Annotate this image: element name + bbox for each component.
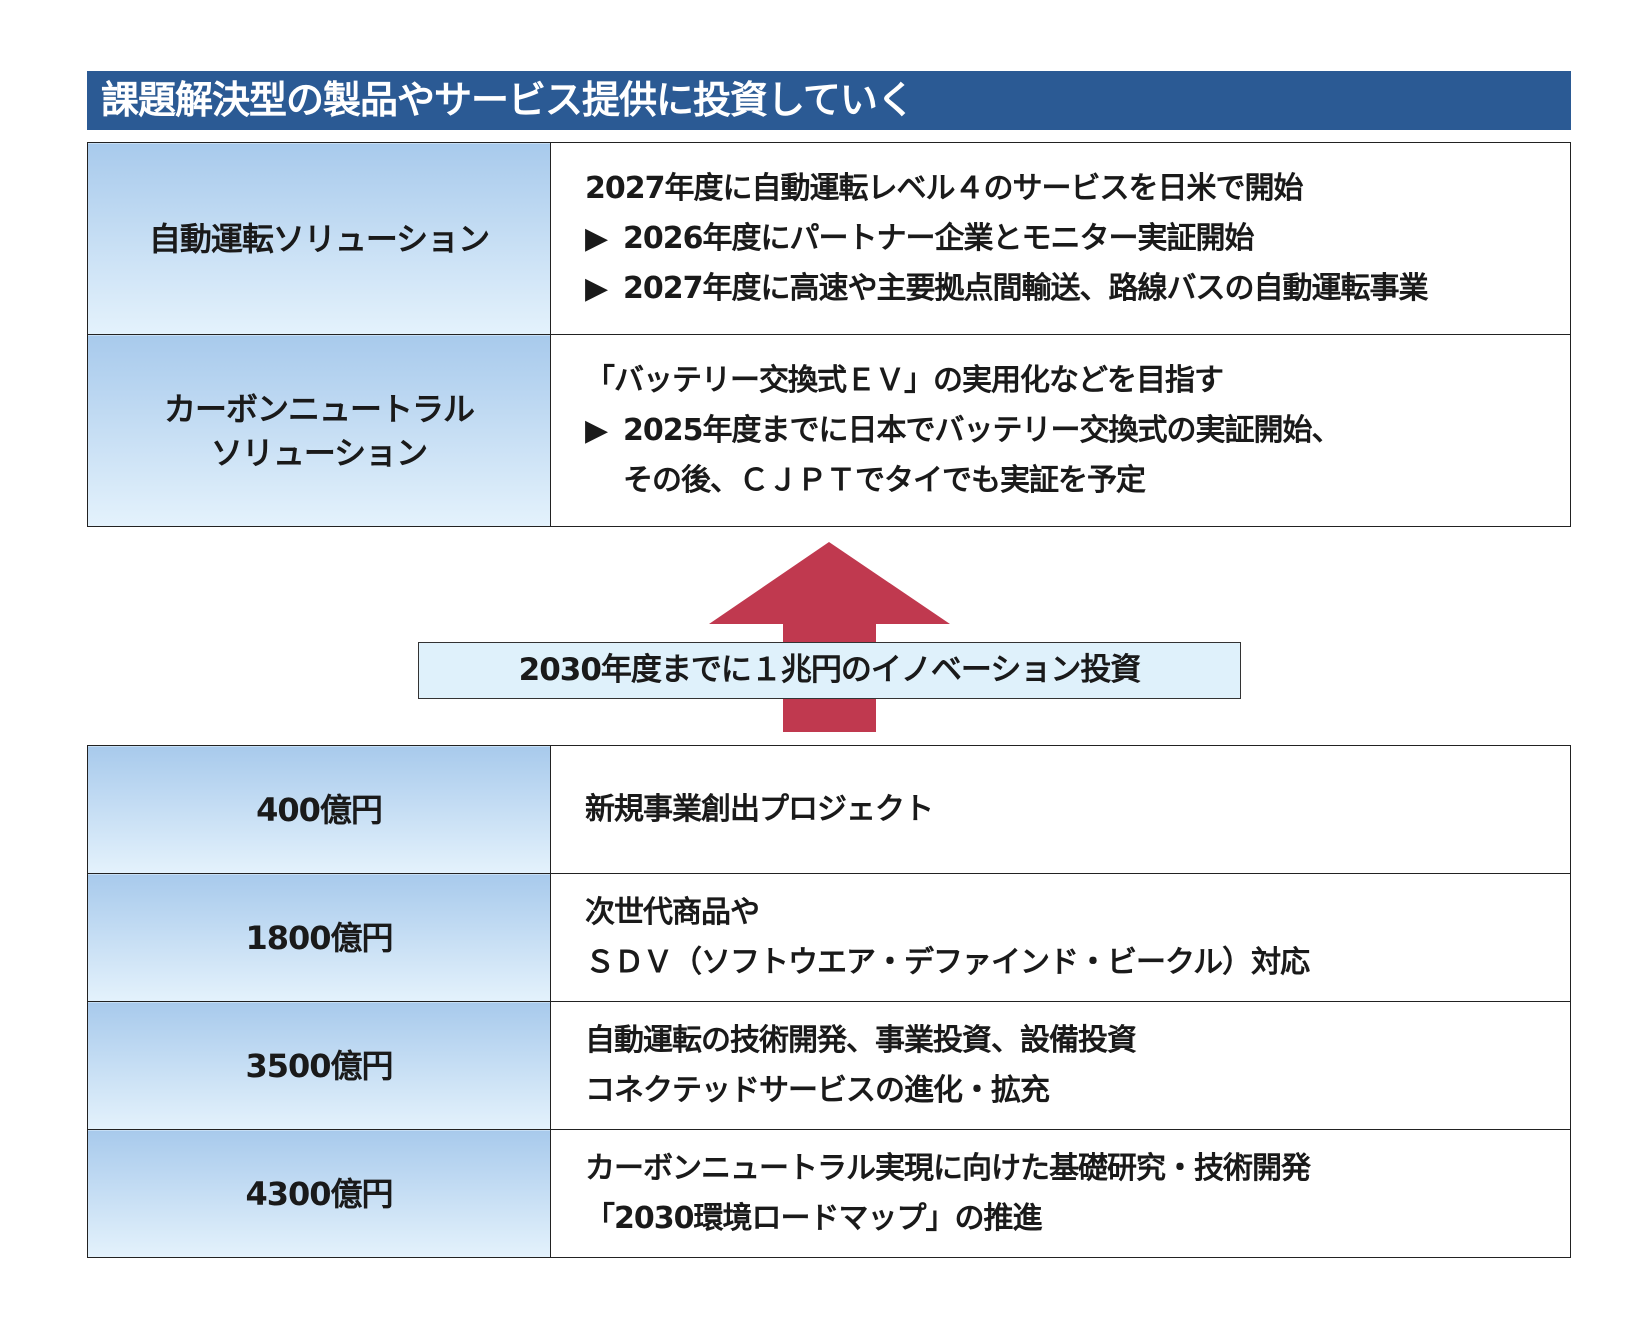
content-line: ＳＤＶ（ソフトウエア・デファインド・ビークル）対応 xyxy=(585,944,1310,980)
investment-amount: 1800億円 xyxy=(87,873,551,1002)
lead-text: 「バッテリー交換式ＥＶ」の実用化などを目指す xyxy=(585,362,1224,398)
content-line: 自動運転の技術開発、事業投資、設備投資 xyxy=(585,1022,1137,1058)
investment-content: 次世代商品や ＳＤＶ（ソフトウエア・デファインド・ビークル）対応 xyxy=(550,873,1571,1002)
triangle-bullet-icon: ▶ xyxy=(585,220,608,256)
bullet-text: 2027年度に高速や主要拠点間輸送、路線バスの自動運転事業 xyxy=(623,270,1428,306)
triangle-bullet-icon: ▶ xyxy=(585,412,608,448)
investments-table: 400億円 新規事業創出プロジェクト 1800億円 次世代商品や ＳＤＶ（ソフトウ… xyxy=(87,745,1571,1258)
solution-label: 自動運転ソリューション xyxy=(87,142,551,335)
solution-content: 2027年度に自動運転レベル４のサービスを日米で開始 ▶ 2026年度にパートナー… xyxy=(550,142,1571,335)
investment-amount: 3500億円 xyxy=(87,1001,551,1130)
investment-content: カーボンニュートラル実現に向けた基礎研究・技術開発「2030環境ロードマップ」の… xyxy=(550,1129,1571,1258)
investment-total-box: 2030年度までに１兆円のイノベーション投資 xyxy=(418,642,1241,699)
table-row: 3500億円 自動運転の技術開発、事業投資、設備投資コネクテッドサービスの進化・… xyxy=(87,1001,1571,1130)
label-line: カーボンニュートラル xyxy=(163,389,475,428)
lead-text: 2027年度に自動運転レベル４のサービスを日米で開始 xyxy=(585,170,1304,206)
content-line: 「2030環境ロードマップ」の推進 xyxy=(585,1200,1043,1236)
triangle-bullet-icon: ▶ xyxy=(585,270,608,306)
bullet-text: 2026年度にパートナー企業とモニター実証開始 xyxy=(623,220,1254,256)
investment-content: 新規事業創出プロジェクト xyxy=(550,745,1571,874)
bullet-text: 2025年度までに日本でバッテリー交換式の実証開始、 xyxy=(623,412,1341,448)
table-row: 1800億円 次世代商品や ＳＤＶ（ソフトウエア・デファインド・ビークル）対応 xyxy=(87,873,1571,1002)
up-arrow-shape xyxy=(709,542,950,732)
title-banner: 課題解決型の製品やサービス提供に投資していく xyxy=(87,71,1571,130)
solutions-table: 自動運転ソリューション 2027年度に自動運転レベル４のサービスを日米で開始 ▶… xyxy=(87,142,1571,527)
table-row: 4300億円 カーボンニュートラル実現に向けた基礎研究・技術開発「2030環境ロ… xyxy=(87,1129,1571,1258)
solution-content: 「バッテリー交換式ＥＶ」の実用化などを目指す ▶ 2025年度までに日本でバッテリ… xyxy=(550,334,1571,527)
investment-amount: 400億円 xyxy=(87,745,551,874)
content-line: コネクテッドサービスの進化・拡充 xyxy=(585,1072,1050,1108)
content-line: 次世代商品や xyxy=(585,894,760,930)
table-row: 自動運転ソリューション 2027年度に自動運転レベル４のサービスを日米で開始 ▶… xyxy=(87,142,1571,335)
table-row: カーボンニュートラル ソリューション 「バッテリー交換式ＥＶ」の実用化などを目指… xyxy=(87,334,1571,527)
content-line: 新規事業創出プロジェクト xyxy=(585,791,934,827)
label-line: ソリューション xyxy=(210,433,428,472)
table-row: 400億円 新規事業創出プロジェクト xyxy=(87,745,1571,874)
investment-amount: 4300億円 xyxy=(87,1129,551,1258)
solution-label: カーボンニュートラル ソリューション xyxy=(87,334,551,527)
label-line: 自動運転ソリューション xyxy=(148,219,490,258)
investment-content: 自動運転の技術開発、事業投資、設備投資コネクテッドサービスの進化・拡充 xyxy=(550,1001,1571,1130)
content-line: カーボンニュートラル実現に向けた基礎研究・技術開発 xyxy=(585,1150,1311,1186)
bullet-text: その後、ＣＪＰＴでタイでも実証を予定 xyxy=(623,462,1146,498)
